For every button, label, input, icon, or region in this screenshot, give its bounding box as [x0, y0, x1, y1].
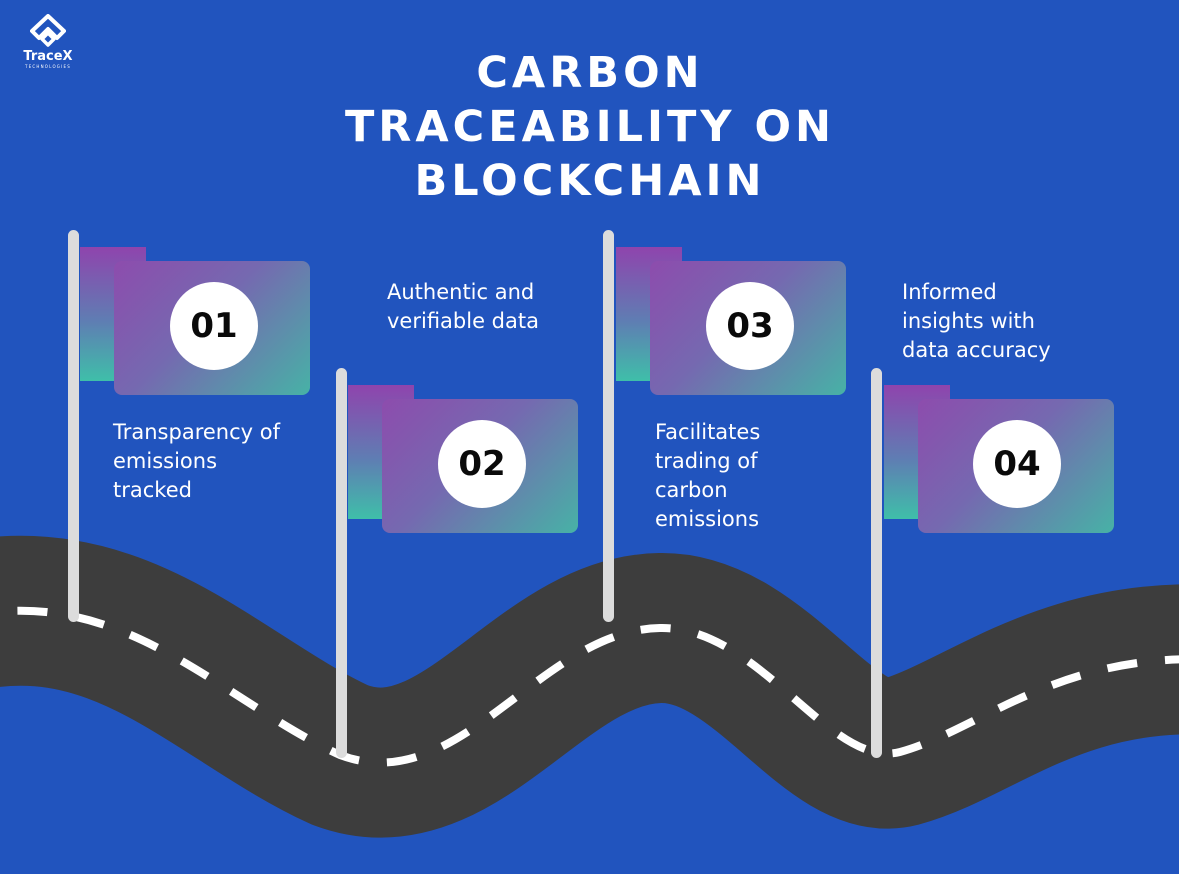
title-line-1: CARBON [290, 46, 890, 100]
flag-pole-03 [603, 230, 614, 622]
milestone-text-03: Facilitates trading of carbon emissions [655, 418, 760, 534]
milestone-number-01: 01 [170, 282, 258, 370]
title-line-3: BLOCKCHAIN [290, 154, 890, 208]
tracex-logo-mark [30, 14, 66, 48]
milestone-number-03: 03 [706, 282, 794, 370]
title-line-2: TRACEABILITY ON [290, 100, 890, 154]
flag-pole-01 [68, 230, 79, 622]
flag-pole-02 [336, 368, 347, 758]
flag-pole-04 [871, 368, 882, 758]
milestone-number-04: 04 [973, 420, 1061, 508]
milestone-text-02: Authentic and verifiable data [387, 278, 539, 336]
brand-tagline: TECHNOLOGIES [10, 64, 86, 69]
brand-name: TraceX [10, 49, 86, 64]
page-title: CARBON TRACEABILITY ON BLOCKCHAIN [290, 46, 890, 208]
tracex-logo: TraceX TECHNOLOGIES [10, 14, 86, 69]
milestone-text-04: Informed insights with data accuracy [902, 278, 1051, 365]
milestone-number-02: 02 [438, 420, 526, 508]
milestone-text-01: Transparency of emissions tracked [113, 418, 280, 505]
road-surface [0, 611, 1179, 763]
